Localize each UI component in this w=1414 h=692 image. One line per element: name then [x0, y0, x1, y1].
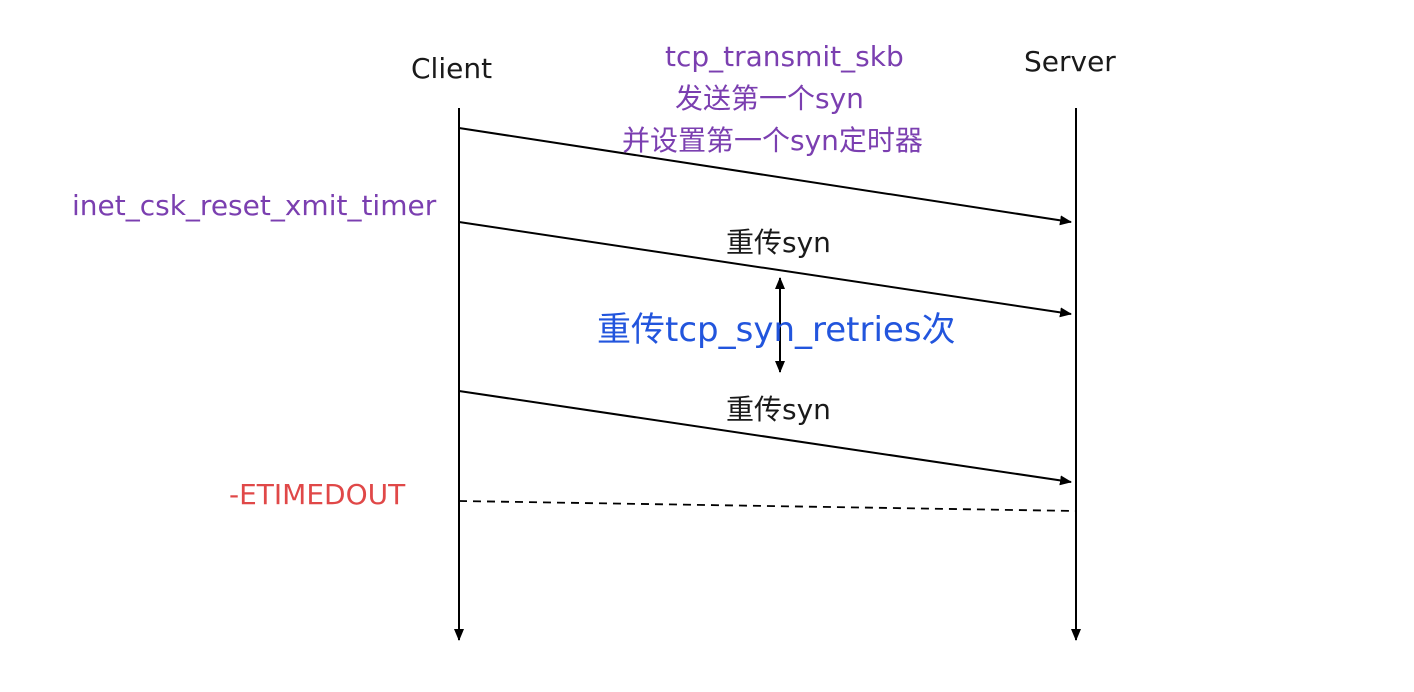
retries-label: 重传tcp_syn_retries次 — [597, 310, 956, 350]
first-syn-arrow — [458, 127, 1072, 226]
client-label: Client — [411, 52, 493, 85]
retransmit-syn-label-2: 重传syn — [726, 393, 831, 426]
server-label: Server — [1024, 45, 1116, 78]
reset-timer-note: inet_csk_reset_xmit_timer — [72, 189, 437, 222]
timeout-dashed-line — [458, 500, 1077, 512]
first-syn-note-line3: 并设置第一个syn定时器 — [622, 124, 923, 157]
retransmit-syn-arrow-2 — [458, 390, 1072, 486]
retransmit-syn-label-1: 重传syn — [726, 226, 831, 259]
first-syn-note-line2: 发送第一个syn — [675, 82, 864, 115]
retransmit-syn-arrow-1 — [458, 221, 1072, 318]
first-syn-note-line1: tcp_transmit_skb — [665, 40, 904, 73]
timeout-label: -ETIMEDOUT — [229, 478, 406, 511]
